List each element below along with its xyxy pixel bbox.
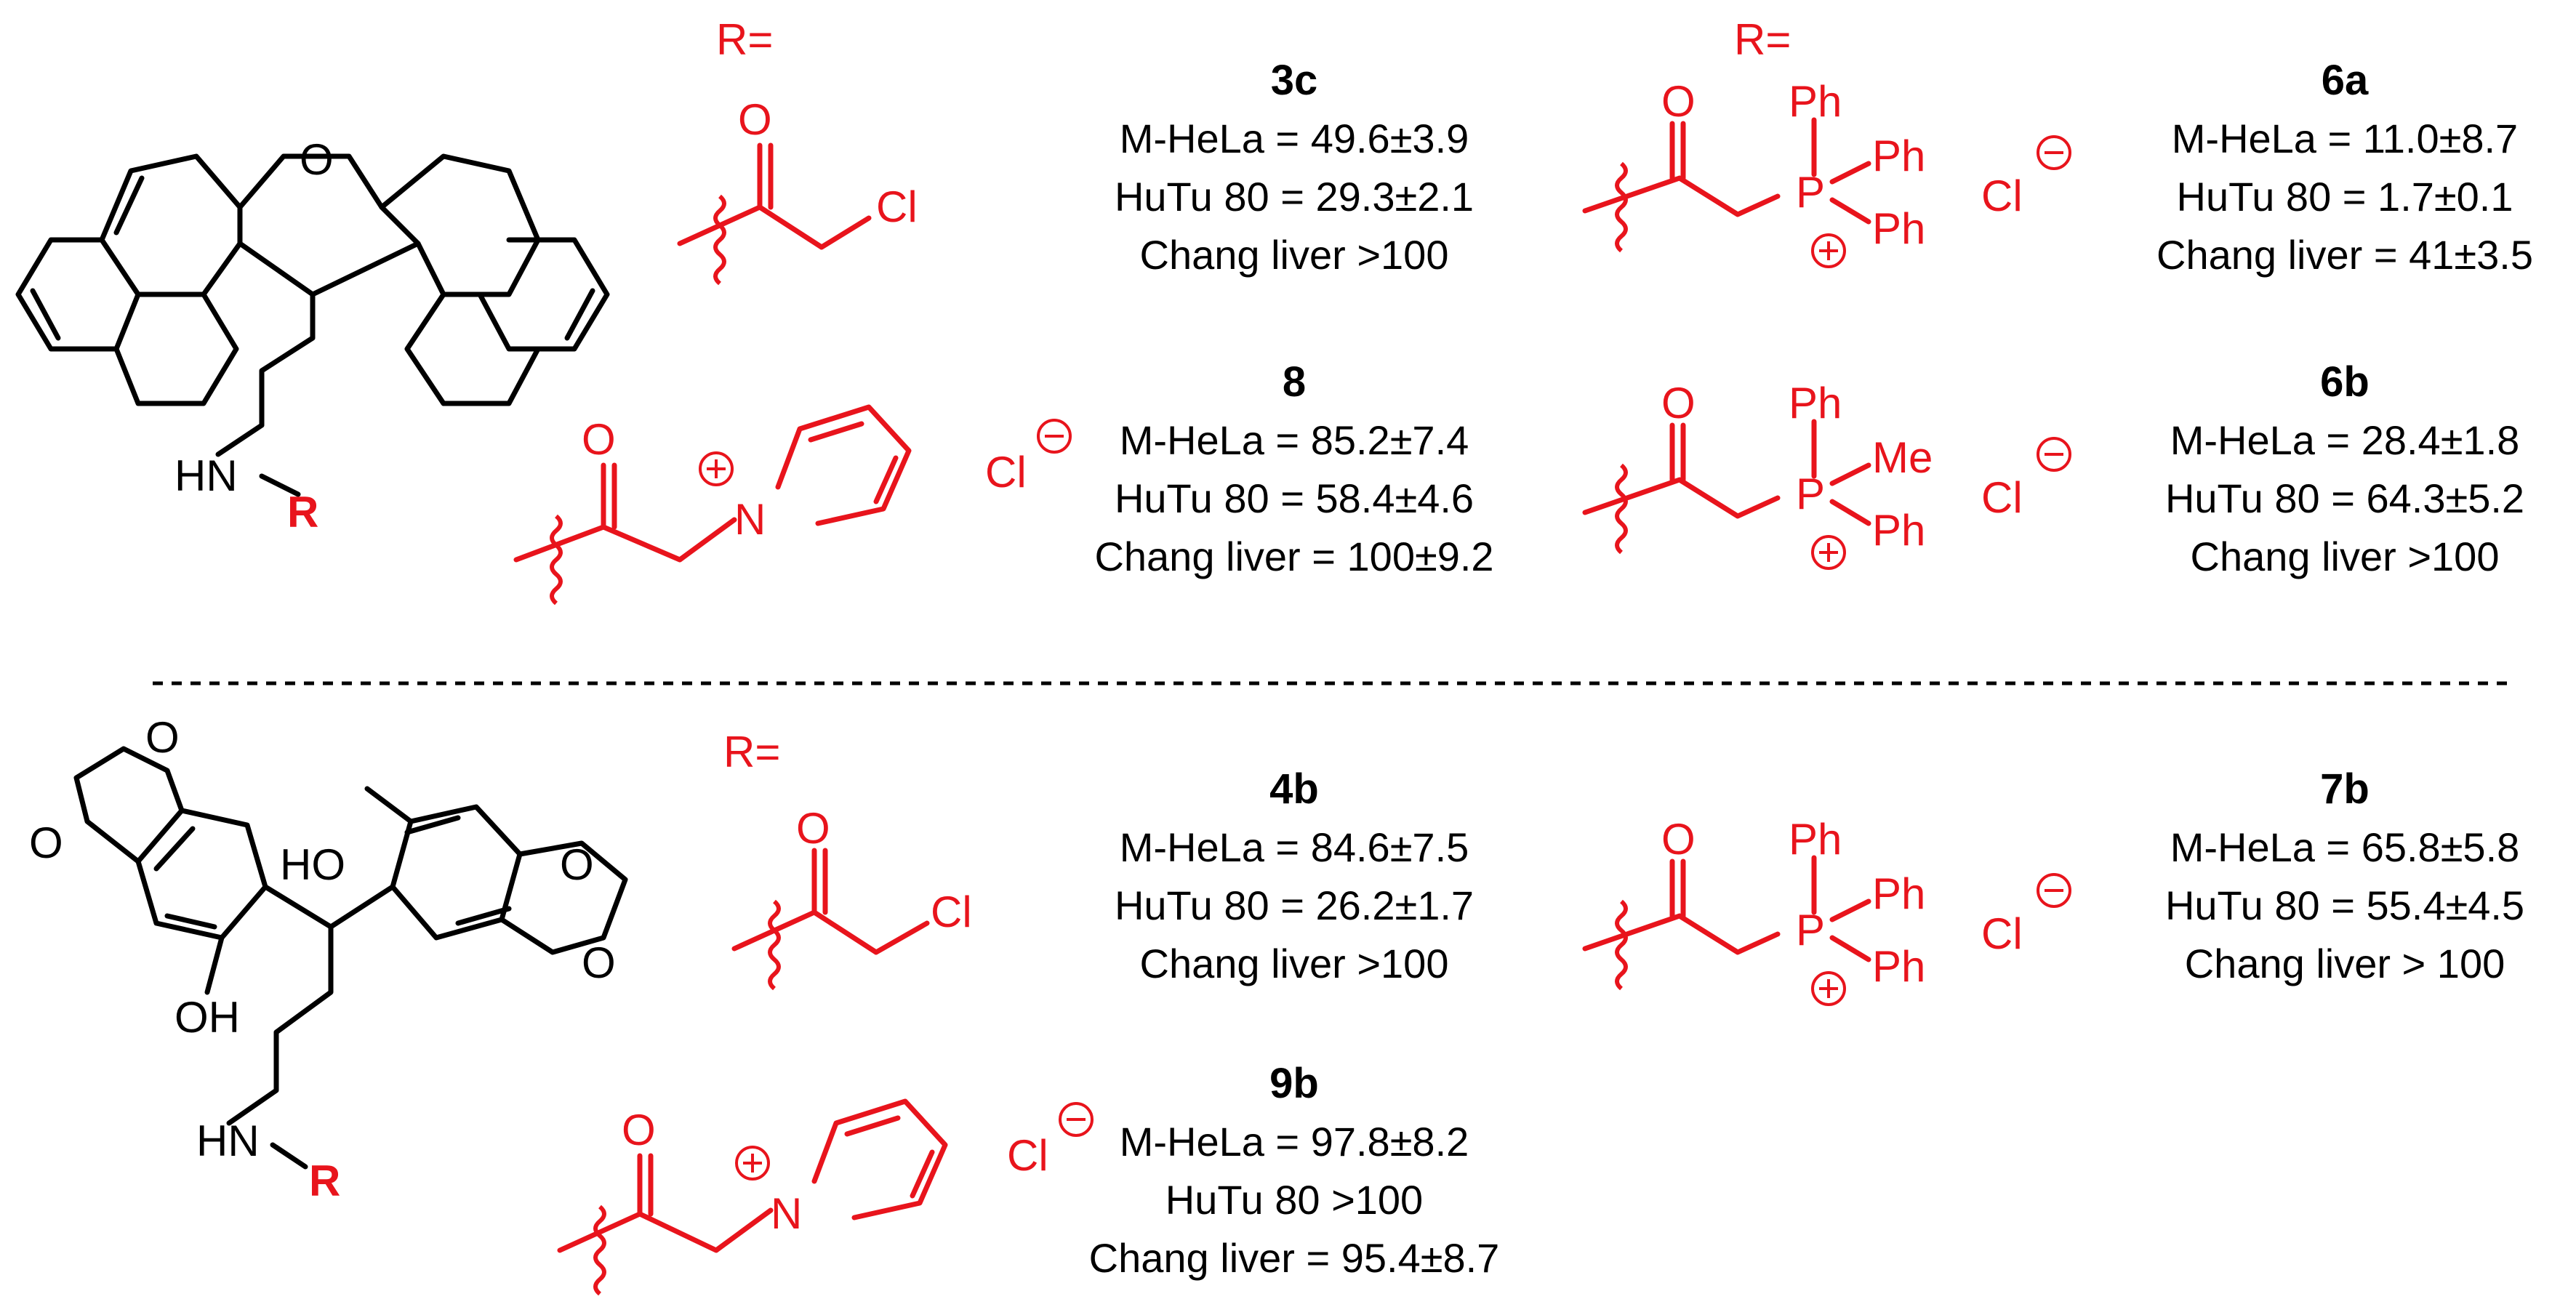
- value-line: HuTu 80 = 26.2±1.7: [1115, 882, 1474, 928]
- value-line: M-HeLa = 11.0±8.7: [2172, 116, 2518, 161]
- value-line: M-HeLa = 65.8±5.8: [2170, 824, 2520, 870]
- value-line: Chang liver = 95.4±8.7: [1089, 1235, 1500, 1281]
- compound-id: 6b: [2320, 358, 2370, 406]
- substituent-3c: O Cl: [677, 95, 918, 283]
- atom-o: O: [622, 1106, 656, 1154]
- value-line: Chang liver > 100: [2185, 941, 2505, 986]
- value-line: HuTu 80 = 1.7±0.1: [2177, 174, 2513, 220]
- atom-o: O: [1661, 815, 1696, 864]
- atom-p: P: [1796, 906, 1825, 954]
- atom-n: N: [771, 1189, 802, 1238]
- value-line: Chang liver >100: [1140, 232, 1449, 278]
- atom-o: O: [560, 840, 594, 889]
- plus-charge-icon: [1811, 535, 1846, 570]
- compound-block-4b: 4b M-HeLa = 84.6±7.5 HuTu 80 = 26.2±1.7 …: [1115, 765, 1474, 986]
- atom-hn: HN: [174, 451, 238, 500]
- substituent-9b: O N Cl: [557, 1098, 1094, 1294]
- atom-n: N: [734, 495, 766, 544]
- compound-block-8: 8 M-HeLa = 85.2±7.4 HuTu 80 = 58.4±4.6 C…: [1094, 358, 1493, 579]
- atom-ph: Ph: [1872, 204, 1925, 253]
- value-line: Chang liver = 41±3.5: [2156, 232, 2533, 278]
- atom-ph: Ph: [1789, 815, 1842, 864]
- atom-o: O: [300, 135, 334, 184]
- atom-ph: Ph: [1872, 132, 1925, 180]
- value-line: M-HeLa = 97.8±8.2: [1120, 1119, 1469, 1165]
- atom-o: O: [738, 95, 772, 144]
- counter-ion-cl: Cl: [1007, 1131, 1048, 1180]
- counter-ion-cl: Cl: [1981, 909, 2023, 958]
- atom-ph: Ph: [1872, 942, 1925, 991]
- value-line: HuTu 80 >100: [1165, 1177, 1423, 1223]
- atom-oh: OH: [174, 993, 240, 1042]
- minus-charge-icon: [2037, 437, 2071, 472]
- plus-charge-icon: [735, 1146, 770, 1181]
- r-equals-top-right: R=: [1734, 15, 1791, 64]
- plus-charge-icon: [1811, 971, 1846, 1006]
- r-equals-bottom: R=: [723, 728, 780, 776]
- compound-id: 4b: [1269, 765, 1319, 813]
- value-line: M-HeLa = 28.4±1.8: [2170, 417, 2520, 463]
- counter-ion-cl: Cl: [1981, 172, 2023, 220]
- compound-block-3c: 3c M-HeLa = 49.6±3.9 HuTu 80 = 29.3±2.1 …: [1115, 57, 1474, 278]
- plus-charge-icon: [1811, 233, 1846, 268]
- atom-o: O: [796, 804, 830, 853]
- value-line: HuTu 80 = 64.3±5.2: [2165, 475, 2524, 521]
- atom-me: Me: [1872, 433, 1933, 482]
- compound-id: 6a: [2322, 57, 2369, 104]
- substituent-6b: O P Ph Me Ph Cl: [1582, 379, 2071, 570]
- value-line: M-HeLa = 84.6±7.5: [1120, 824, 1469, 870]
- atom-o: O: [29, 819, 63, 867]
- minus-charge-icon: [1059, 1102, 1094, 1137]
- atom-o: O: [1661, 77, 1696, 126]
- value-line: Chang liver = 100±9.2: [1094, 534, 1493, 579]
- atom-p: P: [1796, 470, 1825, 518]
- atom-o: O: [582, 938, 616, 987]
- atom-ph: Ph: [1789, 379, 1842, 427]
- compound-block-9b: 9b M-HeLa = 97.8±8.2 HuTu 80 >100 Chang …: [1089, 1060, 1500, 1281]
- minus-charge-icon: [2037, 873, 2071, 908]
- compound-id: 8: [1283, 358, 1306, 406]
- atom-p: P: [1796, 168, 1825, 217]
- counter-ion-cl: Cl: [985, 448, 1027, 496]
- r-equals-top-left: R=: [716, 15, 773, 64]
- substituent-4b: O Cl: [731, 804, 972, 989]
- substituent-6a: O P Ph Ph Ph Cl: [1582, 77, 2071, 268]
- compound-block-6b: 6b M-HeLa = 28.4±1.8 HuTu 80 = 64.3±5.2 …: [2165, 358, 2524, 579]
- xanthene-scaffold: O HN R: [15, 135, 610, 536]
- compound-id: 9b: [1269, 1060, 1319, 1107]
- atom-o: O: [145, 713, 180, 762]
- atom-cl: Cl: [876, 182, 918, 231]
- sesamol-scaffold: O O HO OH O O HN R: [29, 713, 628, 1205]
- value-line: M-HeLa = 49.6±3.9: [1120, 116, 1469, 161]
- atom-hn: HN: [196, 1117, 260, 1165]
- value-line: Chang liver >100: [2191, 534, 2500, 579]
- substituent-8: O N Cl: [513, 404, 1072, 603]
- substituent-7b: O P Ph Ph Ph Cl: [1582, 815, 2071, 1006]
- plus-charge-icon: [699, 451, 734, 486]
- compound-id: 3c: [1271, 57, 1318, 104]
- atom-cl: Cl: [931, 888, 972, 936]
- atom-ph: Ph: [1872, 506, 1925, 555]
- value-line: HuTu 80 = 29.3±2.1: [1115, 174, 1474, 220]
- value-line: Chang liver >100: [1140, 941, 1449, 986]
- value-line: HuTu 80 = 55.4±4.5: [2165, 882, 2524, 928]
- counter-ion-cl: Cl: [1981, 473, 2023, 522]
- minus-charge-icon: [2037, 135, 2071, 170]
- atom-ho: HO: [280, 840, 345, 889]
- value-line: HuTu 80 = 58.4±4.6: [1115, 475, 1474, 521]
- compound-block-6a: 6a M-HeLa = 11.0±8.7 HuTu 80 = 1.7±0.1 C…: [2156, 57, 2533, 278]
- minus-charge-icon: [1037, 419, 1072, 454]
- atom-o: O: [582, 415, 616, 464]
- atom-ph: Ph: [1789, 77, 1842, 126]
- atom-r: R: [309, 1157, 340, 1205]
- value-line: M-HeLa = 85.2±7.4: [1120, 417, 1469, 463]
- compound-block-7b: 7b M-HeLa = 65.8±5.8 HuTu 80 = 55.4±4.5 …: [2165, 765, 2524, 986]
- compound-id: 7b: [2320, 765, 2370, 813]
- atom-ph: Ph: [1872, 869, 1925, 918]
- atom-r: R: [287, 488, 318, 536]
- atom-o: O: [1661, 379, 1696, 427]
